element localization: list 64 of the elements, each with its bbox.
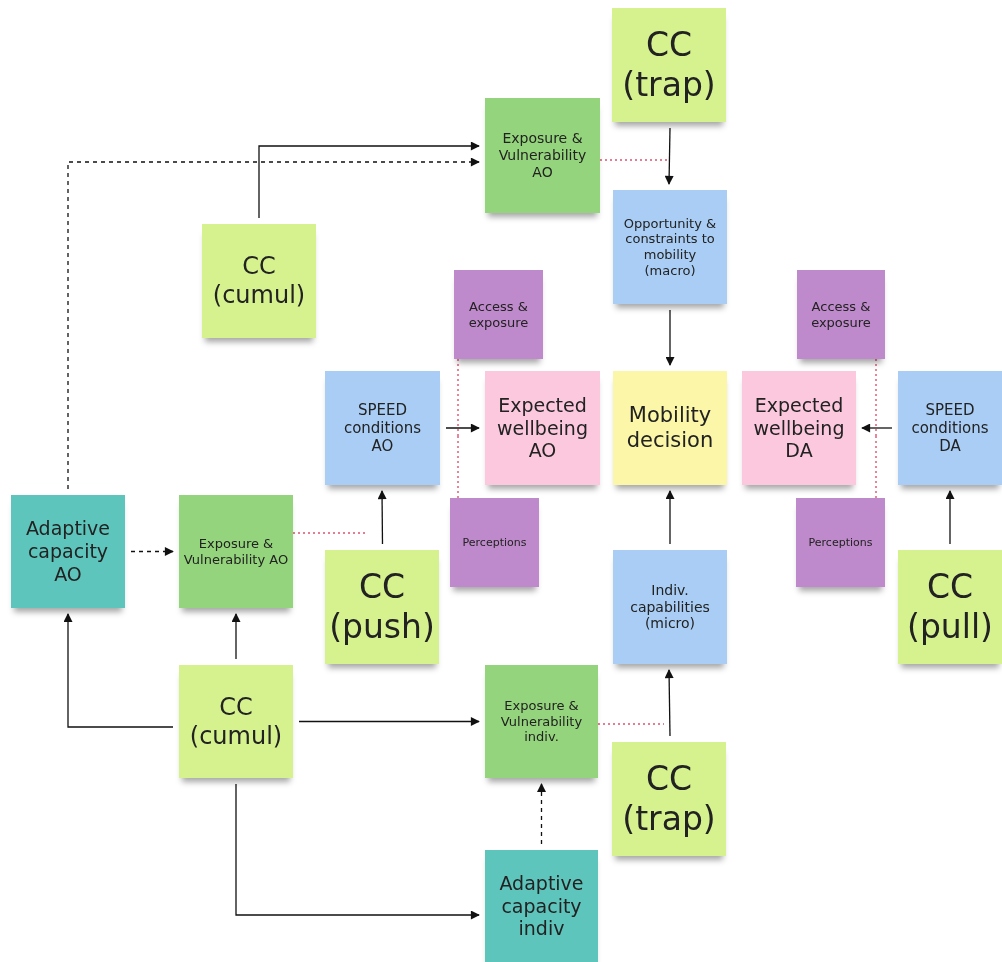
note-text: Expected wellbeing DA — [752, 393, 846, 463]
sticky-note — [179, 495, 293, 608]
connector-line — [875, 358, 877, 437]
sticky-note — [11, 495, 125, 608]
sticky-note — [898, 371, 1002, 485]
note-text: Opportunity & constraints to mobility (macro) — [622, 215, 718, 279]
sticky-note — [742, 371, 856, 485]
sticky-note — [796, 498, 885, 587]
note-text: CC (trap) — [621, 759, 717, 839]
arrow — [861, 423, 893, 433]
note-text: Access & exposure — [810, 298, 872, 331]
sticky-note — [612, 8, 726, 122]
arrow — [231, 613, 241, 660]
connector-line — [875, 435, 877, 499]
sticky-note — [485, 665, 598, 778]
note-text: SPEED conditions AO — [342, 401, 423, 455]
sticky-note — [325, 550, 439, 664]
arrow — [258, 141, 480, 219]
note-text: Perceptions — [462, 535, 527, 550]
connector-line — [457, 358, 459, 437]
note-text: Access & exposure — [467, 298, 530, 331]
sticky-note — [202, 224, 316, 338]
sticky-note — [612, 742, 726, 856]
arrow — [298, 717, 480, 726]
arrow — [945, 490, 955, 545]
note-text: Mobility decision — [625, 402, 715, 454]
sticky-note — [450, 498, 539, 587]
arrow — [665, 490, 675, 545]
arrow — [665, 309, 675, 366]
arrow — [67, 157, 480, 490]
sticky-note — [898, 550, 1002, 664]
note-text: SPEED conditions DA — [910, 401, 990, 455]
note-text: CC (cumul) — [211, 252, 307, 310]
sticky-note — [613, 190, 727, 304]
sticky-note — [485, 371, 600, 485]
connector-line — [457, 435, 459, 499]
note-text: Perceptions — [808, 535, 873, 550]
note-text: Exposure & Vulnerability AO — [497, 130, 588, 181]
note-text: Adaptive capacity AO — [24, 517, 112, 586]
sticky-note — [485, 98, 600, 213]
note-text: CC (pull) — [906, 567, 994, 647]
arrow — [445, 423, 480, 433]
note-text: Exposure & Vulnerability AO — [183, 535, 289, 568]
sticky-note — [325, 371, 440, 485]
arrow — [377, 490, 387, 545]
note-text: CC (trap) — [621, 25, 717, 105]
sticky-note — [454, 270, 543, 359]
note-text: CC (cumul) — [188, 692, 284, 751]
sticky-note — [485, 850, 598, 962]
note-text: Exposure & Vulnerability indiv. — [499, 698, 584, 745]
note-text: CC (push) — [329, 567, 435, 647]
arrow — [235, 783, 480, 920]
arrow — [537, 783, 546, 845]
note-text: Expected wellbeing AO — [496, 393, 589, 463]
sticky-note — [179, 665, 293, 778]
sticky-note — [613, 371, 727, 485]
note-text: Adaptive capacity indiv — [498, 871, 585, 941]
sticky-note — [613, 550, 727, 664]
sticky-note — [797, 270, 885, 359]
note-text: Indiv. capabilities (micro) — [629, 581, 711, 633]
arrow — [63, 613, 174, 728]
arrow — [664, 669, 674, 737]
arrow — [664, 127, 674, 185]
arrow — [130, 547, 174, 556]
